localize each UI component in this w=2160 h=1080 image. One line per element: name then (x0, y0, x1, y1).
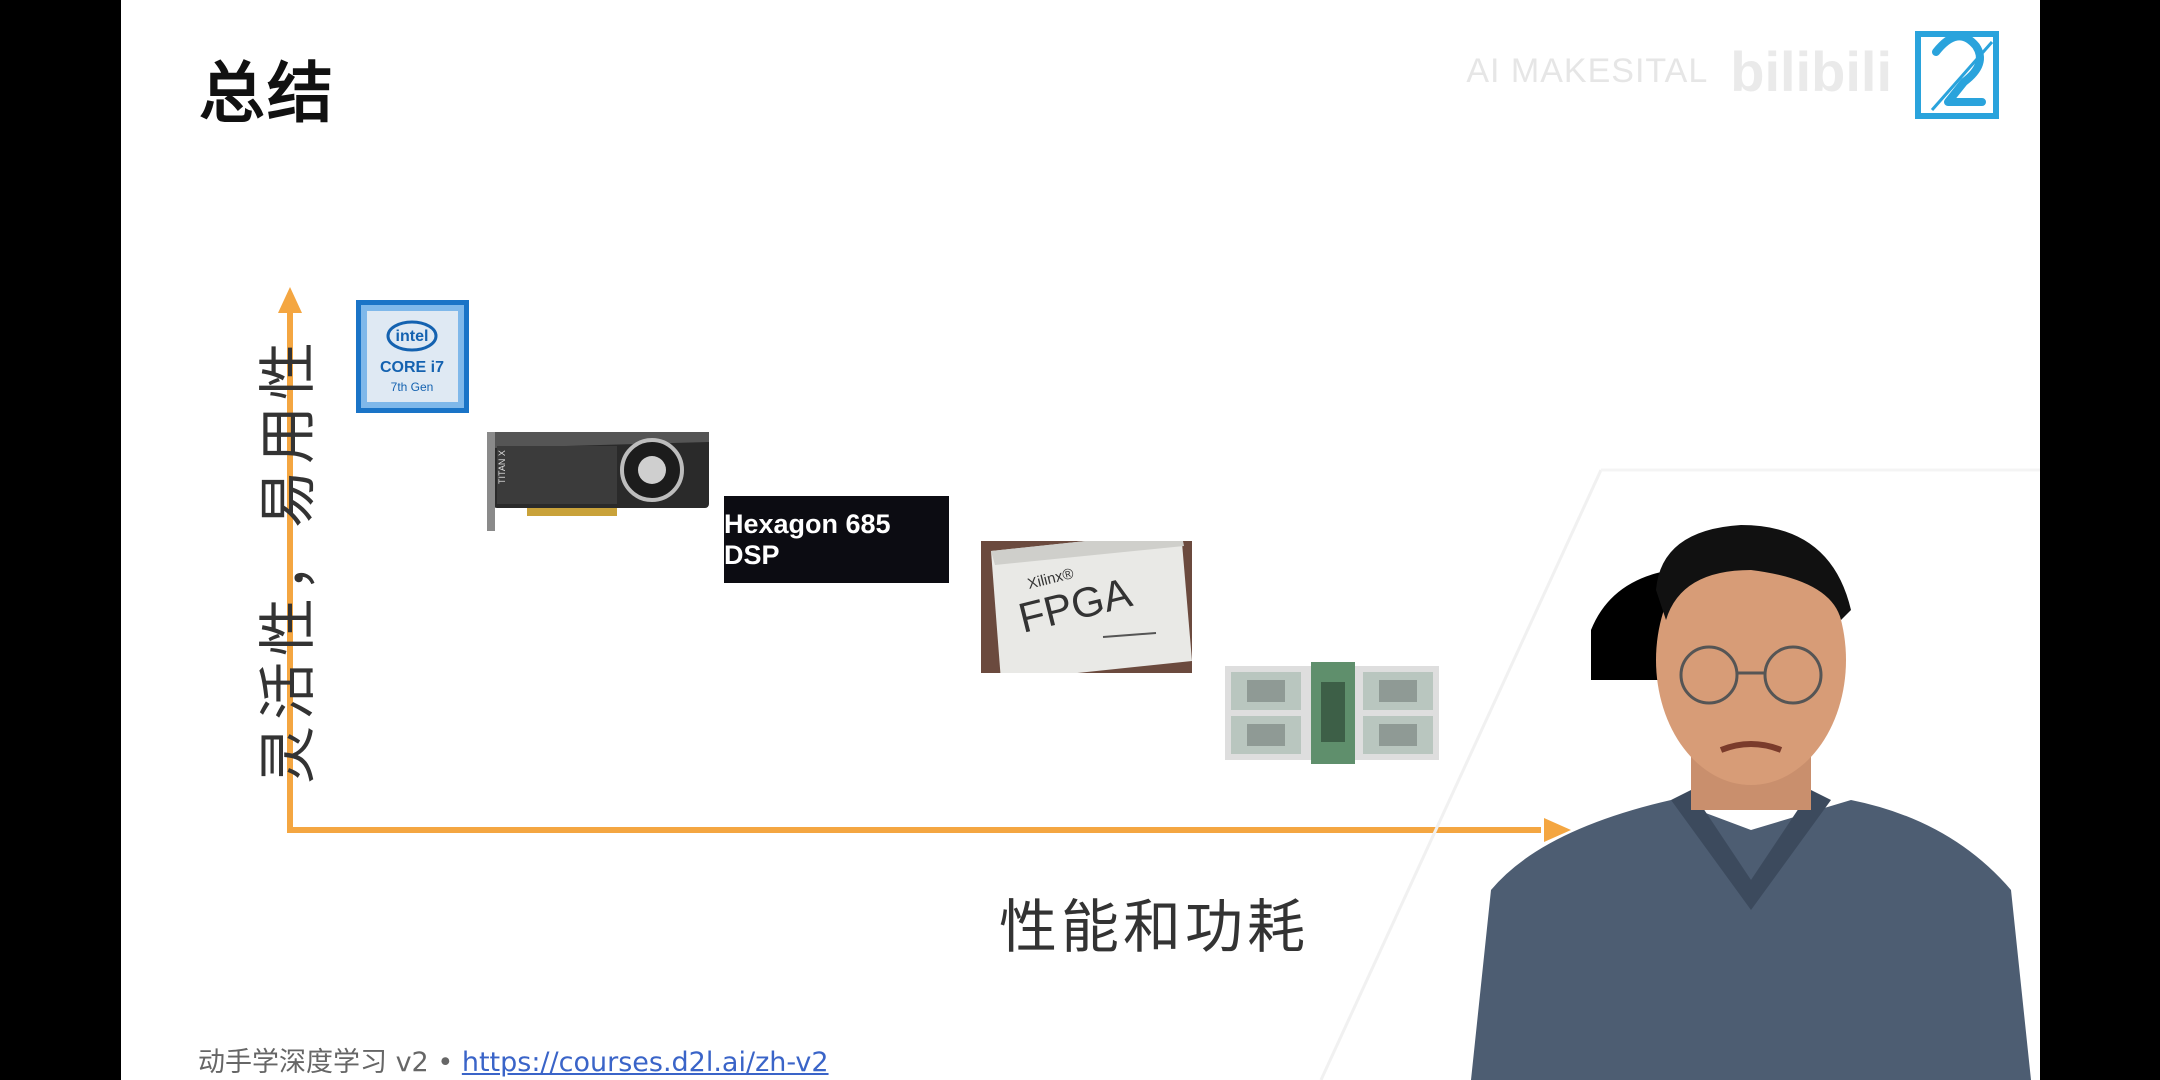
hexagon-dsp-image: Hexagon 685 DSP (724, 496, 949, 583)
tpu-board-image (1225, 662, 1439, 764)
watermark-logo: AI MAKESITAL bilibili (1466, 22, 2000, 120)
gpu-label: TITAN X (497, 450, 507, 484)
course-link[interactable]: https://courses.d2l.ai/zh-v2 (461, 1047, 829, 1078)
slide: 总结 AI MAKESITAL bilibili 灵活性，易用性 性能和功耗 i… (121, 0, 2040, 1080)
intel-cpu-image: intel CORE i7 7th Gen (356, 300, 469, 413)
xilinx-fpga-image: Xilinx® FPGA (981, 541, 1192, 673)
x-axis-arrow-icon (1544, 818, 1571, 842)
page-title: 总结 (199, 55, 335, 132)
presenter-video (1471, 525, 2031, 1080)
bilibili-logo: bilibili (1730, 39, 1892, 103)
cpu-model: CORE i7 (380, 359, 444, 376)
footer: 动手学深度学习 v2 • https://courses.d2l.ai/zh-v… (198, 1040, 829, 1079)
y-axis-arrow-icon (278, 287, 302, 313)
d2l-logo-icon (1915, 31, 1999, 119)
cpu-generation: 7th Gen (391, 380, 434, 394)
cpu-brand: intel (396, 328, 429, 345)
x-axis-label: 性能和功耗 (999, 893, 1310, 961)
course-title: 动手学深度学习 v2 • (198, 1047, 462, 1078)
watermark-text: AI MAKESITAL (1466, 51, 1709, 90)
titan-x-gpu-image: TITAN X (487, 432, 709, 531)
y-axis-label: 灵活性，易用性 (254, 335, 322, 785)
axes (278, 287, 2040, 1080)
